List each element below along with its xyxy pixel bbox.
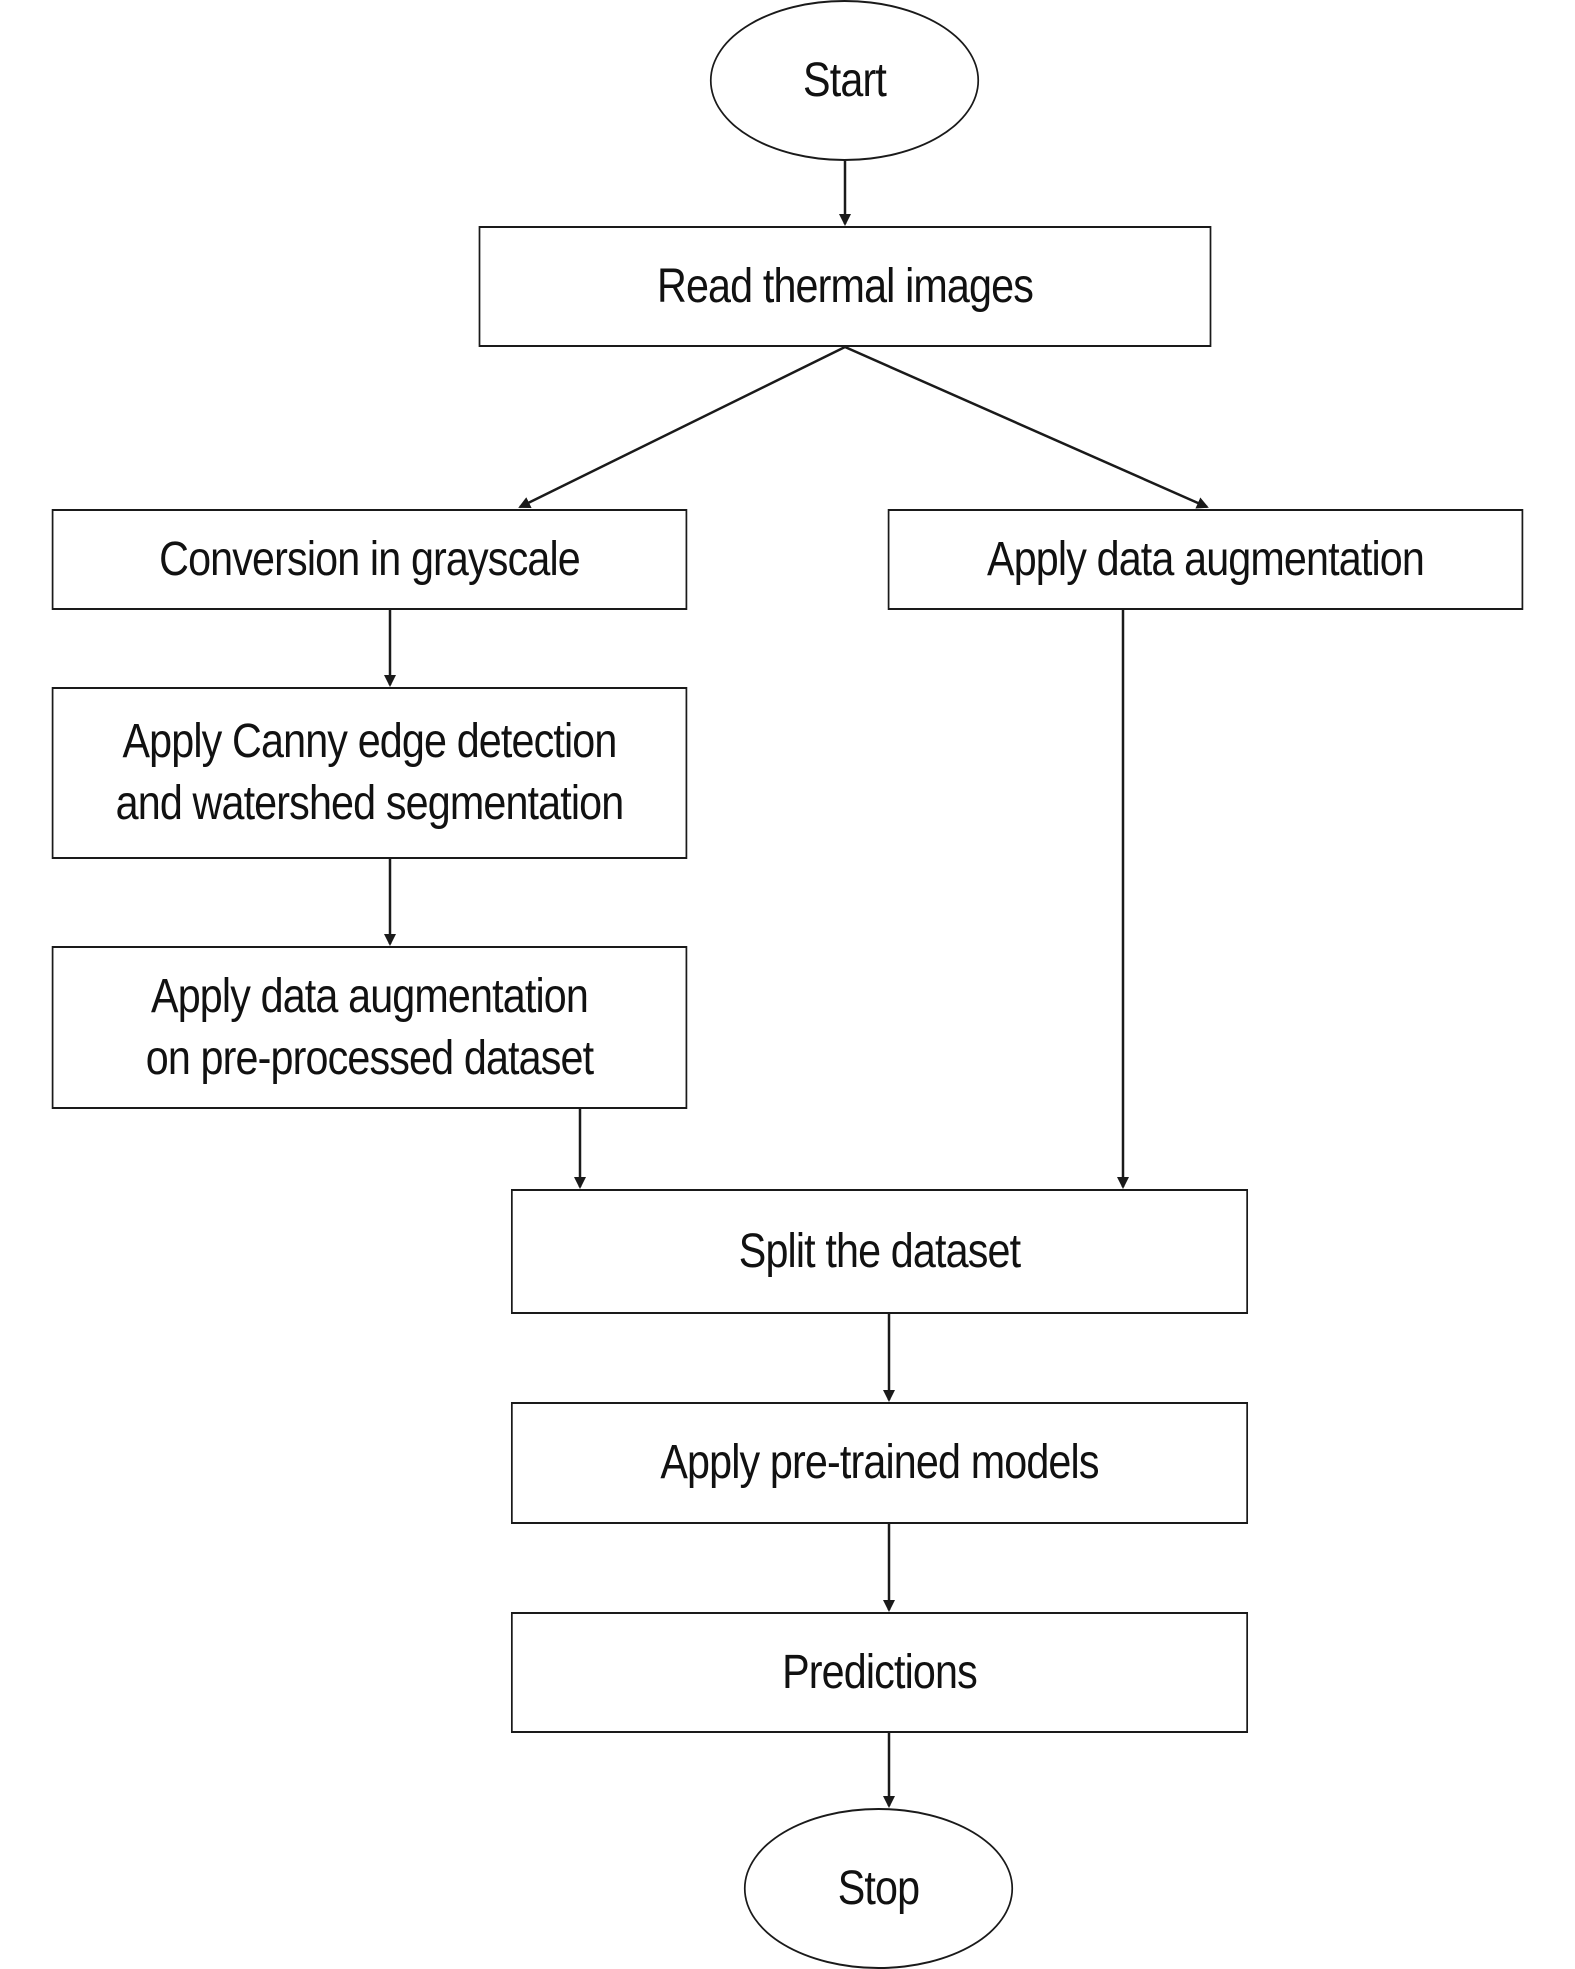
arrow-read-to-augment-right bbox=[844, 345, 1209, 509]
data-augmentation-right-step: Apply data augmentation bbox=[887, 509, 1524, 610]
grayscale-conversion-step: Conversion in grayscale bbox=[51, 509, 688, 610]
pretrained-models-step: Apply pre-trained models bbox=[510, 1402, 1249, 1524]
canny-watershed-label: Apply Canny edge detection and watershed… bbox=[115, 715, 625, 830]
start-label: Start bbox=[803, 53, 887, 107]
stop-terminal: Stop bbox=[743, 1808, 1014, 1969]
split-dataset-label: Split the dataset bbox=[738, 1224, 1021, 1278]
predictions-label: Predictions bbox=[782, 1645, 978, 1699]
data-augmentation-right-label: Apply data augmentation bbox=[987, 532, 1425, 586]
data-augmentation-left-label: Apply data augmentation on pre-processed… bbox=[145, 969, 594, 1085]
read-thermal-images-label: Read thermal images bbox=[656, 259, 1034, 313]
data-augmentation-left-step: Apply data augmentation on pre-processed… bbox=[51, 946, 688, 1109]
read-thermal-images-step: Read thermal images bbox=[478, 226, 1212, 347]
arrow-read-to-grayscale bbox=[518, 345, 846, 509]
pretrained-models-label: Apply pre-trained models bbox=[660, 1436, 1099, 1489]
predictions-step: Predictions bbox=[510, 1612, 1249, 1733]
stop-label: Stop bbox=[837, 1861, 920, 1915]
canny-watershed-step: Apply Canny edge detection and watershed… bbox=[51, 687, 688, 859]
start-terminal: Start bbox=[709, 0, 980, 161]
grayscale-conversion-label: Conversion in grayscale bbox=[159, 532, 581, 586]
split-dataset-step: Split the dataset bbox=[510, 1189, 1249, 1314]
